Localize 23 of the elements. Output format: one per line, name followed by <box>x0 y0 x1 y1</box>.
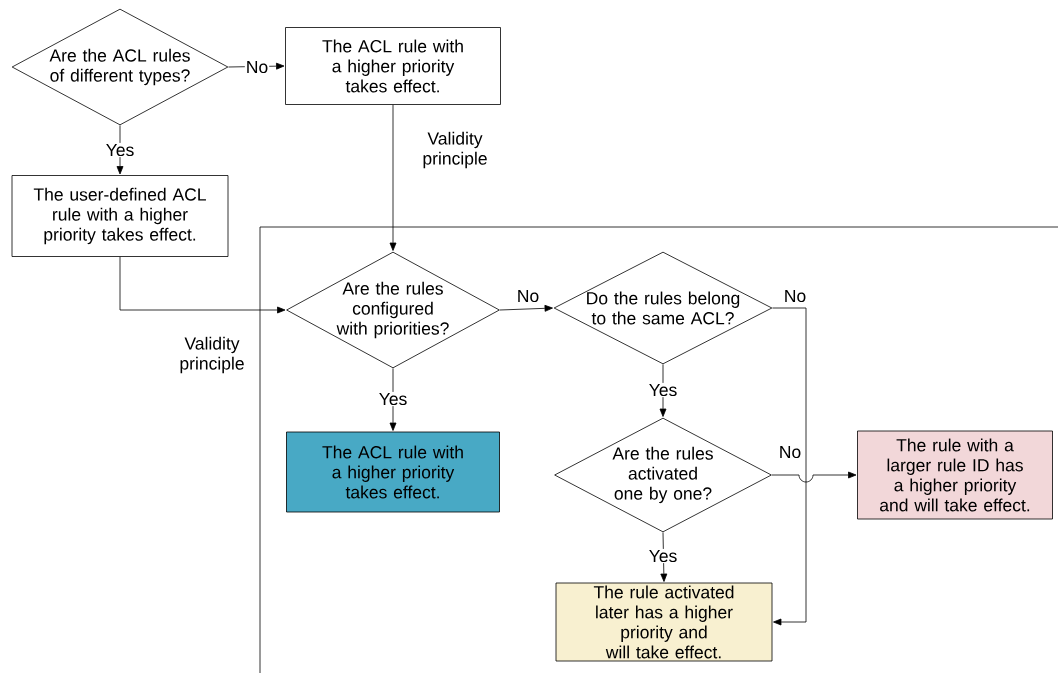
arrow <box>660 532 668 582</box>
arrow <box>389 104 397 251</box>
edge-label: Yes <box>377 391 409 407</box>
arrow <box>119 256 286 314</box>
edge-label: No <box>244 59 270 75</box>
process-box: The ACL rule with a higher priority takes effect. <box>286 431 500 513</box>
edge-label: Validity principle <box>423 131 487 169</box>
edge-label: Yes <box>104 142 136 158</box>
arrow <box>659 364 667 417</box>
arrow <box>772 307 807 626</box>
process-box: The user-defined ACL rule with a higher priority takes effect. <box>11 175 229 257</box>
edge-label: Yes <box>647 382 679 398</box>
edge-label: No <box>785 289 806 303</box>
arrow <box>499 304 553 312</box>
edge-label: Validity principle <box>180 336 244 374</box>
edge-label: No <box>518 289 539 303</box>
process-box: The ACL rule with a higher priority takes effect. <box>285 27 501 105</box>
edge-label: No <box>780 445 801 459</box>
arrow <box>389 368 397 431</box>
edge-label: Yes <box>647 548 679 564</box>
arrow <box>771 471 857 483</box>
process-box: The rule with a larger rule ID has a higher priority and will take effect. <box>857 430 1053 520</box>
process-box: The rule activated later has a higher priority and will take effect. <box>555 582 773 662</box>
